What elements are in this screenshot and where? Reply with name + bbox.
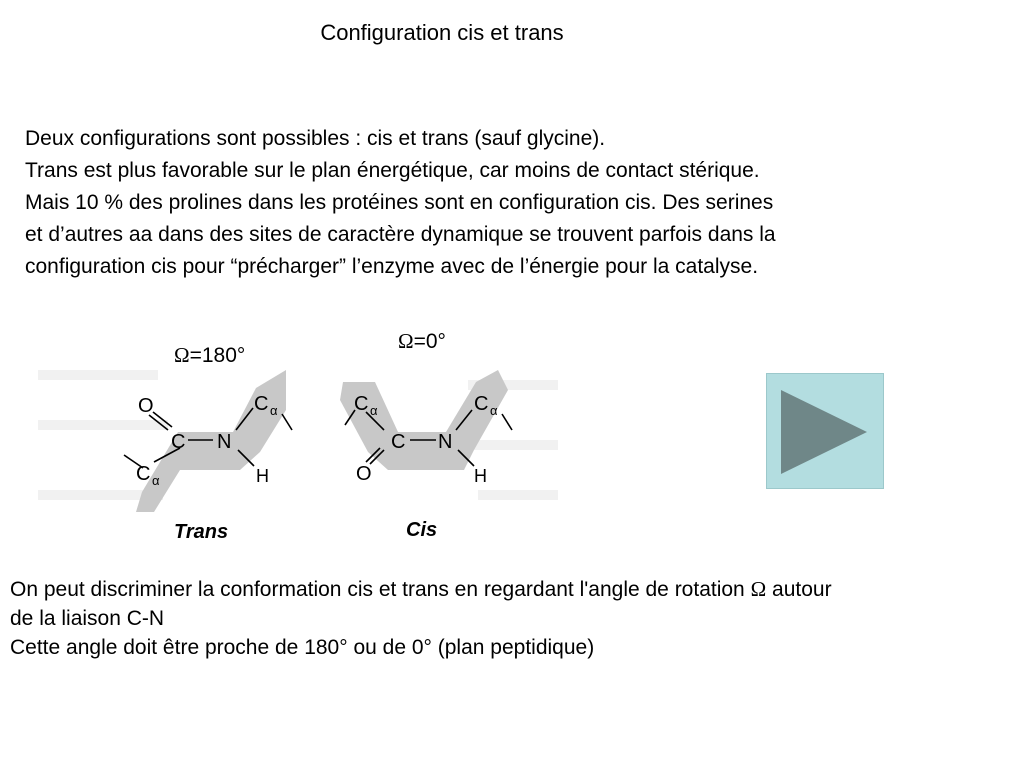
bottom-paragraph: On peut discriminer la conformation cis … <box>10 575 1020 662</box>
trans-caption: Trans <box>174 521 228 543</box>
peptide-bond-figure: O C N C α C α H C α C N O C α H Trans Ci… <box>28 340 568 560</box>
intro-line: Mais 10 % des prolines dans les protéine… <box>25 191 774 214</box>
trans-alpha-sub-1: α <box>152 473 160 488</box>
trans-atom-n: N <box>217 431 231 453</box>
trans-atom-c: C <box>171 431 185 453</box>
cis-atom-o: O <box>356 463 372 485</box>
bottom-line-2: de la liaison C-N <box>10 607 165 630</box>
omega-cis-label: Ω=0° <box>398 328 446 355</box>
omega-trans-label: Ω=180° <box>174 342 245 369</box>
intro-line: et d’autres aa dans des sites de caractè… <box>25 223 776 246</box>
cis-alpha-sub-1: α <box>370 403 378 418</box>
play-icon <box>781 390 867 474</box>
cis-peptide-plane <box>340 370 508 470</box>
cis-atom-c-alpha-2: C <box>474 393 488 415</box>
bottom-text: autour <box>766 578 832 601</box>
cis-caption: Cis <box>406 519 437 541</box>
cis-atom-n: N <box>438 431 452 453</box>
intro-line: Deux configurations sont possibles : cis… <box>25 127 606 150</box>
play-button[interactable] <box>766 373 884 489</box>
trans-atom-c-alpha-2: C <box>254 393 268 415</box>
intro-paragraph: Deux configurations sont possibles : cis… <box>25 123 965 283</box>
intro-line: configuration cis pour “précharger” l’en… <box>25 255 759 278</box>
cis-atom-c: C <box>391 431 405 453</box>
bottom-text: On peut discriminer la conformation cis … <box>10 578 751 601</box>
peptide-diagram: O C N C α C α H C α C N O C α H Trans Ci… <box>38 370 558 543</box>
cis-alpha-sub-2: α <box>490 403 498 418</box>
omega-value: =180° <box>189 344 246 367</box>
trans-atom-o: O <box>138 395 154 417</box>
scan-background <box>38 370 558 500</box>
trans-atom-c-alpha-1: C <box>136 463 150 485</box>
omega-symbol: Ω <box>174 343 190 367</box>
trans-atom-h: H <box>256 466 269 486</box>
bottom-line-3: Cette angle doit être proche de 180° ou … <box>10 636 595 659</box>
bottom-line-1: On peut discriminer la conformation cis … <box>10 575 1020 604</box>
omega-symbol: Ω <box>398 329 414 353</box>
intro-line: Trans est plus favorable sur le plan éne… <box>25 159 760 182</box>
trans-peptide-plane <box>136 370 286 512</box>
omega-symbol: Ω <box>750 577 767 601</box>
trans-alpha-sub-2: α <box>270 403 278 418</box>
cis-atom-h: H <box>474 466 487 486</box>
omega-value: =0° <box>413 330 446 353</box>
cis-atom-c-alpha-1: C <box>354 393 368 415</box>
slide-title: Configuration cis et trans <box>320 20 564 45</box>
